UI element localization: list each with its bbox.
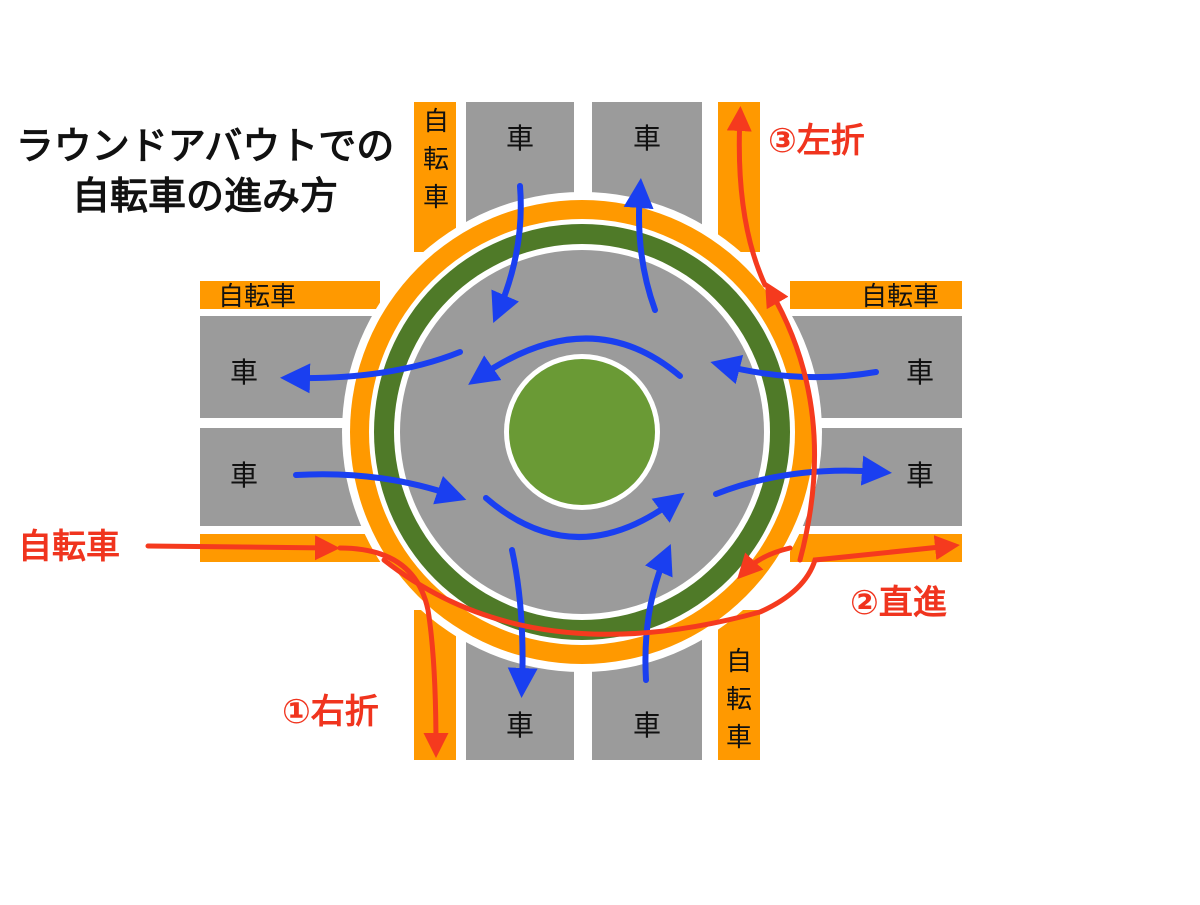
bike-entry-label: 自転車 bbox=[18, 527, 120, 567]
bike-label-top-char-3: 車 bbox=[423, 183, 449, 213]
right-turn-label: ①右折 bbox=[282, 692, 379, 732]
bike-routes bbox=[145, 106, 960, 758]
car-arrow-circulate-bottom bbox=[483, 492, 685, 540]
car-arrow-circulate-top bbox=[468, 335, 683, 385]
bike-lane-top-left bbox=[414, 102, 456, 252]
car-arrow-south-entry bbox=[642, 544, 673, 683]
bike-route-straight bbox=[381, 535, 960, 637]
car-arrow-west-exit bbox=[280, 349, 463, 394]
car-label-top-2: 車 bbox=[633, 122, 661, 155]
left-turn-label: ③左折 bbox=[768, 121, 865, 161]
bike-label-bottom-char-3: 車 bbox=[726, 723, 752, 753]
center-island bbox=[509, 359, 655, 505]
bike-route-straight-arrowhead bbox=[737, 545, 793, 580]
car-flow-arrows bbox=[280, 178, 892, 698]
bike-route-right-turn bbox=[337, 545, 449, 758]
bike-label-top-char-1: 自 bbox=[423, 107, 449, 137]
car-arrow-north-exit bbox=[623, 178, 658, 313]
bike-label-top-char-2: 転 bbox=[423, 145, 449, 175]
title-line-2: 自転車の進み方 bbox=[71, 174, 338, 218]
title-line-1: ラウンドアバウトでの bbox=[15, 124, 395, 168]
car-arrow-south-exit bbox=[507, 547, 538, 698]
car-label-bottom-1: 車 bbox=[506, 709, 534, 742]
bike-lane-left-top bbox=[200, 281, 380, 309]
car-label-left-1: 車 bbox=[230, 356, 258, 389]
car-arrow-north-entry bbox=[491, 183, 524, 324]
bike-label-bottom-char-1: 自 bbox=[726, 647, 752, 677]
car-label-top-1: 車 bbox=[506, 122, 534, 155]
bike-lane-right-top bbox=[790, 281, 962, 309]
bike-route-entry bbox=[145, 535, 340, 561]
straight-label: ②直進 bbox=[850, 583, 947, 623]
car-label-bottom-2: 車 bbox=[633, 709, 661, 742]
car-label-left-2: 車 bbox=[230, 459, 258, 492]
car-arrow-east-exit bbox=[713, 455, 892, 497]
bike-route-left-turn bbox=[764, 281, 818, 563]
bike-lane-bottom-right bbox=[718, 610, 760, 760]
car-arrow-east-entry bbox=[710, 354, 879, 384]
car-label-right-1: 車 bbox=[906, 356, 934, 389]
bike-label-left: 自転車 bbox=[218, 282, 296, 312]
bike-label-bottom-char-2: 転 bbox=[726, 685, 752, 715]
bike-route-left-turn-exit bbox=[726, 106, 768, 288]
bike-label-right: 自転車 bbox=[861, 282, 939, 312]
car-arrow-west-entry bbox=[293, 471, 467, 505]
car-label-right-2: 車 bbox=[906, 459, 934, 492]
